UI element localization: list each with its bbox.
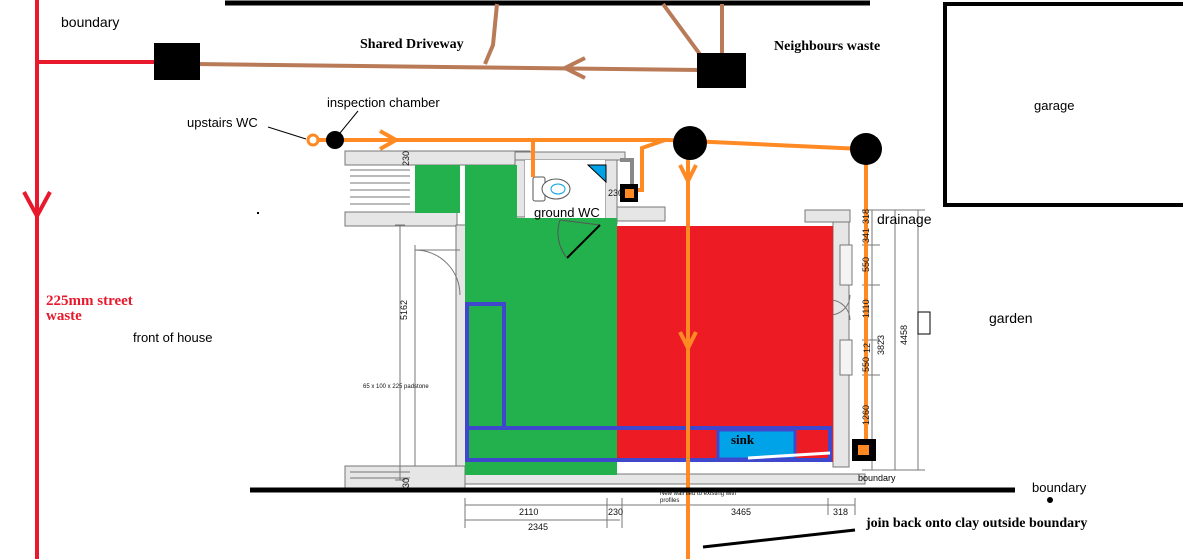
inspection-chamber bbox=[326, 131, 344, 149]
front-of-house-label: front of house bbox=[133, 330, 213, 345]
dim-3823: 3823 bbox=[876, 334, 886, 355]
join-back-line bbox=[702, 528, 856, 549]
dim-4458: 4458 bbox=[899, 324, 909, 345]
dim-318-bottom: 318 bbox=[833, 507, 849, 517]
sink-waste-pipe bbox=[747, 451, 831, 460]
dim-12: 12 bbox=[862, 342, 872, 353]
neighbours-chamber bbox=[697, 53, 746, 88]
upstairs-wc-leader bbox=[267, 126, 307, 140]
sink-gully-chamber bbox=[852, 439, 876, 461]
street-waste-pipe bbox=[22, 0, 160, 559]
boundary-label-bottom: boundary bbox=[1032, 480, 1087, 495]
sink-label: sink bbox=[731, 432, 755, 447]
dim-230-bottom: 230 bbox=[608, 507, 624, 517]
wc-gully-chamber bbox=[620, 184, 638, 202]
stray-dot bbox=[257, 212, 259, 214]
dim-341: 341 bbox=[861, 227, 871, 243]
inspection-chamber-label: inspection chamber bbox=[327, 95, 440, 110]
dim-230-top: 230 bbox=[401, 150, 411, 166]
floor-plan-walls bbox=[344, 150, 931, 528]
dim-1260: 1260 bbox=[861, 404, 871, 425]
dim-550-b: 550 bbox=[861, 356, 871, 372]
kitchen-unit-outlines bbox=[465, 302, 832, 462]
dim-2110: 2110 bbox=[519, 507, 539, 517]
sink-unit bbox=[716, 428, 797, 461]
profiles-note: profiles bbox=[660, 498, 680, 504]
padstone-note: 65 x 100 x 225 padstone bbox=[363, 384, 429, 390]
red-zone bbox=[617, 226, 833, 462]
drainage-label: drainage bbox=[877, 211, 932, 227]
garage-outline bbox=[943, 2, 1183, 207]
ground-wc-label: ground WC bbox=[534, 205, 600, 220]
boundary-label-top: boundary bbox=[61, 14, 120, 30]
dim-2345: 2345 bbox=[528, 522, 549, 532]
dim-1110: 1110 bbox=[861, 299, 871, 318]
shared-driveway-label: Shared Driveway bbox=[360, 37, 464, 52]
dim-550-a: 550 bbox=[861, 256, 871, 272]
dim-5162: 5162 bbox=[399, 299, 409, 320]
street-waste-label: 225mm street waste bbox=[46, 293, 133, 324]
new-wall-note: New wall tied to existing with bbox=[660, 491, 737, 497]
garage-label: garage bbox=[1034, 98, 1075, 113]
dim-30: 30 bbox=[401, 477, 411, 488]
boundary-marker-dot bbox=[1047, 497, 1053, 503]
new-drain-pipes bbox=[314, 129, 872, 559]
dim-318-right: 318 bbox=[861, 208, 871, 224]
upstairs-wc-outlet bbox=[306, 133, 320, 147]
dim-230-wc: 230 bbox=[608, 188, 624, 198]
central-chamber bbox=[673, 126, 707, 160]
upstairs-wc-label: upstairs WC bbox=[187, 115, 258, 130]
boundary-small-label: boundary bbox=[858, 473, 896, 483]
wc-grey-pipe bbox=[620, 158, 634, 187]
right-chamber bbox=[850, 133, 882, 165]
join-back-label: join back onto clay outside boundary bbox=[866, 516, 1088, 531]
dim-3465: 3465 bbox=[731, 507, 752, 517]
left-driveway-chamber bbox=[154, 43, 200, 80]
garden-label: garden bbox=[989, 310, 1033, 326]
toilet-icon bbox=[532, 176, 571, 202]
green-zone bbox=[415, 165, 617, 475]
neighbours-waste-label: Neighbours waste bbox=[774, 39, 881, 54]
inspection-chamber-leader bbox=[339, 110, 359, 134]
